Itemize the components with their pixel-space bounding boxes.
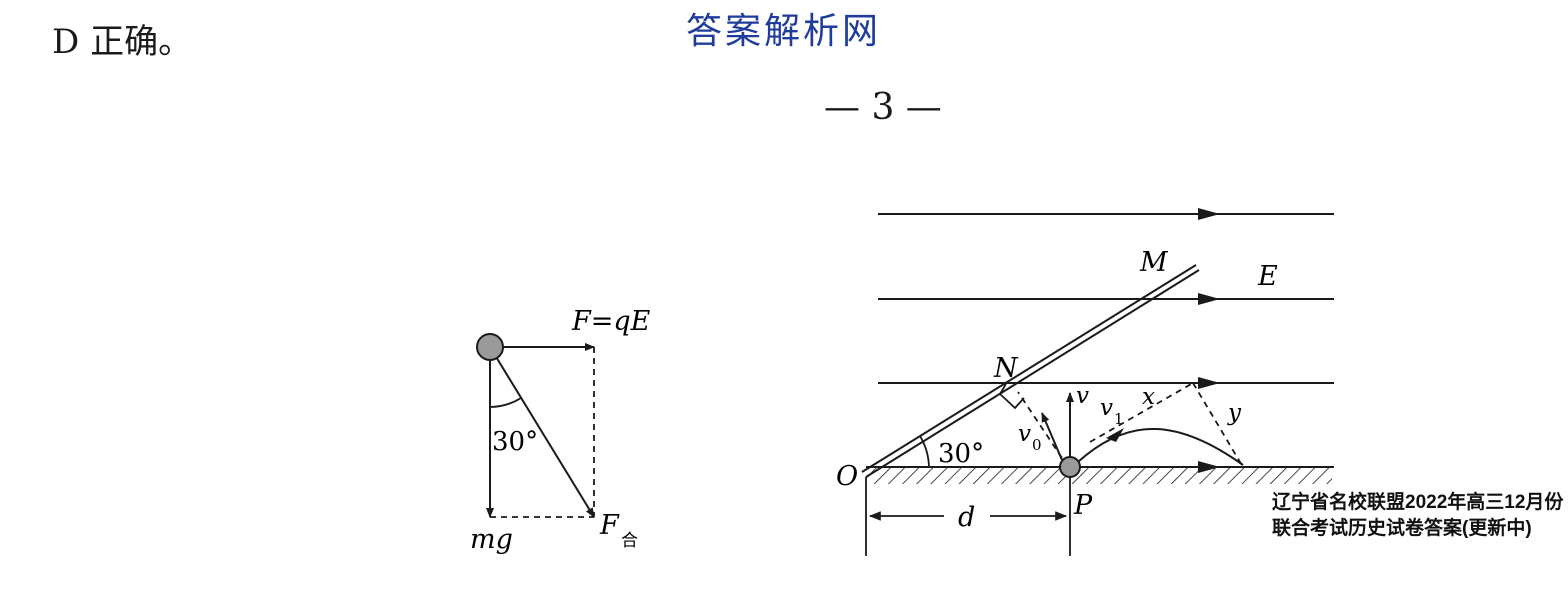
resultant-force-arrow — [489, 346, 595, 518]
label-v1-sub: 1 — [1114, 410, 1124, 428]
field-arrow-2 — [1198, 293, 1220, 305]
field-arrow-1 — [1198, 208, 1220, 220]
force-diagram: F=qE 30° mg F 合 — [470, 306, 651, 555]
dashed-x-line — [1089, 382, 1194, 443]
trajectory-arrow — [1106, 428, 1124, 442]
label-N: N — [993, 353, 1019, 384]
ground-hatching — [866, 468, 1332, 484]
page-number: — 3 — — [824, 87, 942, 128]
answer-text-line: D 正确。 — [52, 22, 193, 62]
incline-angle-arc — [919, 435, 930, 468]
ball-at-P — [1059, 456, 1081, 478]
label-O: O — [836, 461, 858, 492]
label-resultant-F: F — [599, 510, 620, 541]
charged-ball — [476, 333, 504, 361]
overlay-caption: 辽宁省名校联盟2022年高三12月份联合考试历史试卷答案(更新中) — [1272, 492, 1564, 539]
label-incline-angle: 30° — [938, 439, 984, 469]
label-x: x — [1142, 384, 1155, 410]
label-M: M — [1139, 247, 1169, 278]
label-mg: mg — [470, 524, 513, 555]
label-v0-sub: 0 — [1032, 436, 1042, 454]
incline-diagram: M E N v v 1 v 0 x y 30° O P d — [836, 208, 1334, 556]
dashed-y-line — [1192, 382, 1244, 468]
trajectory-curve — [1077, 427, 1244, 466]
angle-arc — [489, 397, 522, 408]
label-v0: v — [1018, 421, 1031, 447]
label-P: P — [1073, 490, 1093, 521]
label-angle-30: 30° — [492, 427, 538, 457]
incline-plate-edge-1 — [861, 264, 1197, 473]
label-E: E — [1257, 261, 1278, 292]
label-electric-force: F=qE — [571, 306, 651, 337]
label-y: y — [1227, 400, 1242, 426]
incline-plate-edge-2 — [865, 269, 1200, 478]
site-watermark: 答案解析网 — [686, 11, 882, 52]
label-v: v — [1076, 383, 1089, 409]
velocity-v0-arrow — [1041, 412, 1063, 461]
field-arrow-3 — [1198, 377, 1220, 389]
label-d: d — [958, 502, 975, 533]
label-resultant-sub: 合 — [621, 531, 638, 551]
label-v1: v — [1100, 395, 1113, 421]
right-angle-marker — [998, 383, 1025, 410]
